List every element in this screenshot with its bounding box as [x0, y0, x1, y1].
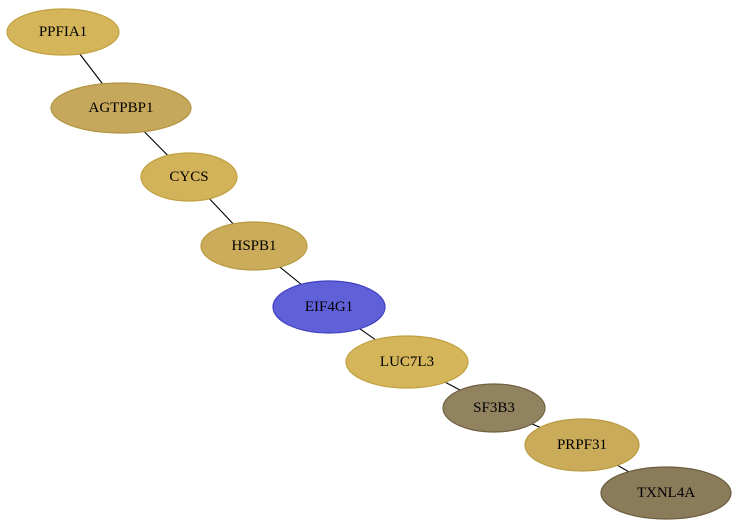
node-label: LUC7L3 [380, 354, 434, 370]
node-luc7l3[interactable]: LUC7L3 [345, 335, 469, 389]
node-sf3b3[interactable]: SF3B3 [442, 383, 546, 433]
node-ellipse[interactable] [200, 221, 308, 271]
node-ellipse[interactable] [442, 383, 546, 433]
node-eif4g1[interactable]: EIF4G1 [272, 280, 386, 334]
node-label: AGTPBP1 [88, 100, 153, 116]
node-label: EIF4G1 [305, 299, 353, 315]
node-ppfia1[interactable]: PPFIA1 [6, 8, 120, 56]
node-agtpbp1[interactable]: AGTPBP1 [50, 82, 192, 134]
node-label: CYCS [169, 169, 208, 185]
node-ellipse[interactable] [600, 466, 732, 520]
node-txnl4a[interactable]: TXNL4A [600, 466, 732, 520]
node-label: SF3B3 [473, 400, 515, 416]
node-label: PPFIA1 [39, 24, 87, 40]
node-hspb1[interactable]: HSPB1 [200, 221, 308, 271]
node-label: PRPF31 [557, 437, 607, 453]
node-ellipse[interactable] [272, 280, 386, 334]
node-ellipse[interactable] [524, 418, 640, 472]
node-prpf31[interactable]: PRPF31 [524, 418, 640, 472]
node-ellipse[interactable] [140, 152, 238, 202]
node-ellipse[interactable] [6, 8, 120, 56]
node-label: TXNL4A [637, 485, 695, 501]
node-ellipse[interactable] [50, 82, 192, 134]
node-cycs[interactable]: CYCS [140, 152, 238, 202]
node-ellipse[interactable] [345, 335, 469, 389]
node-label: HSPB1 [231, 238, 276, 254]
